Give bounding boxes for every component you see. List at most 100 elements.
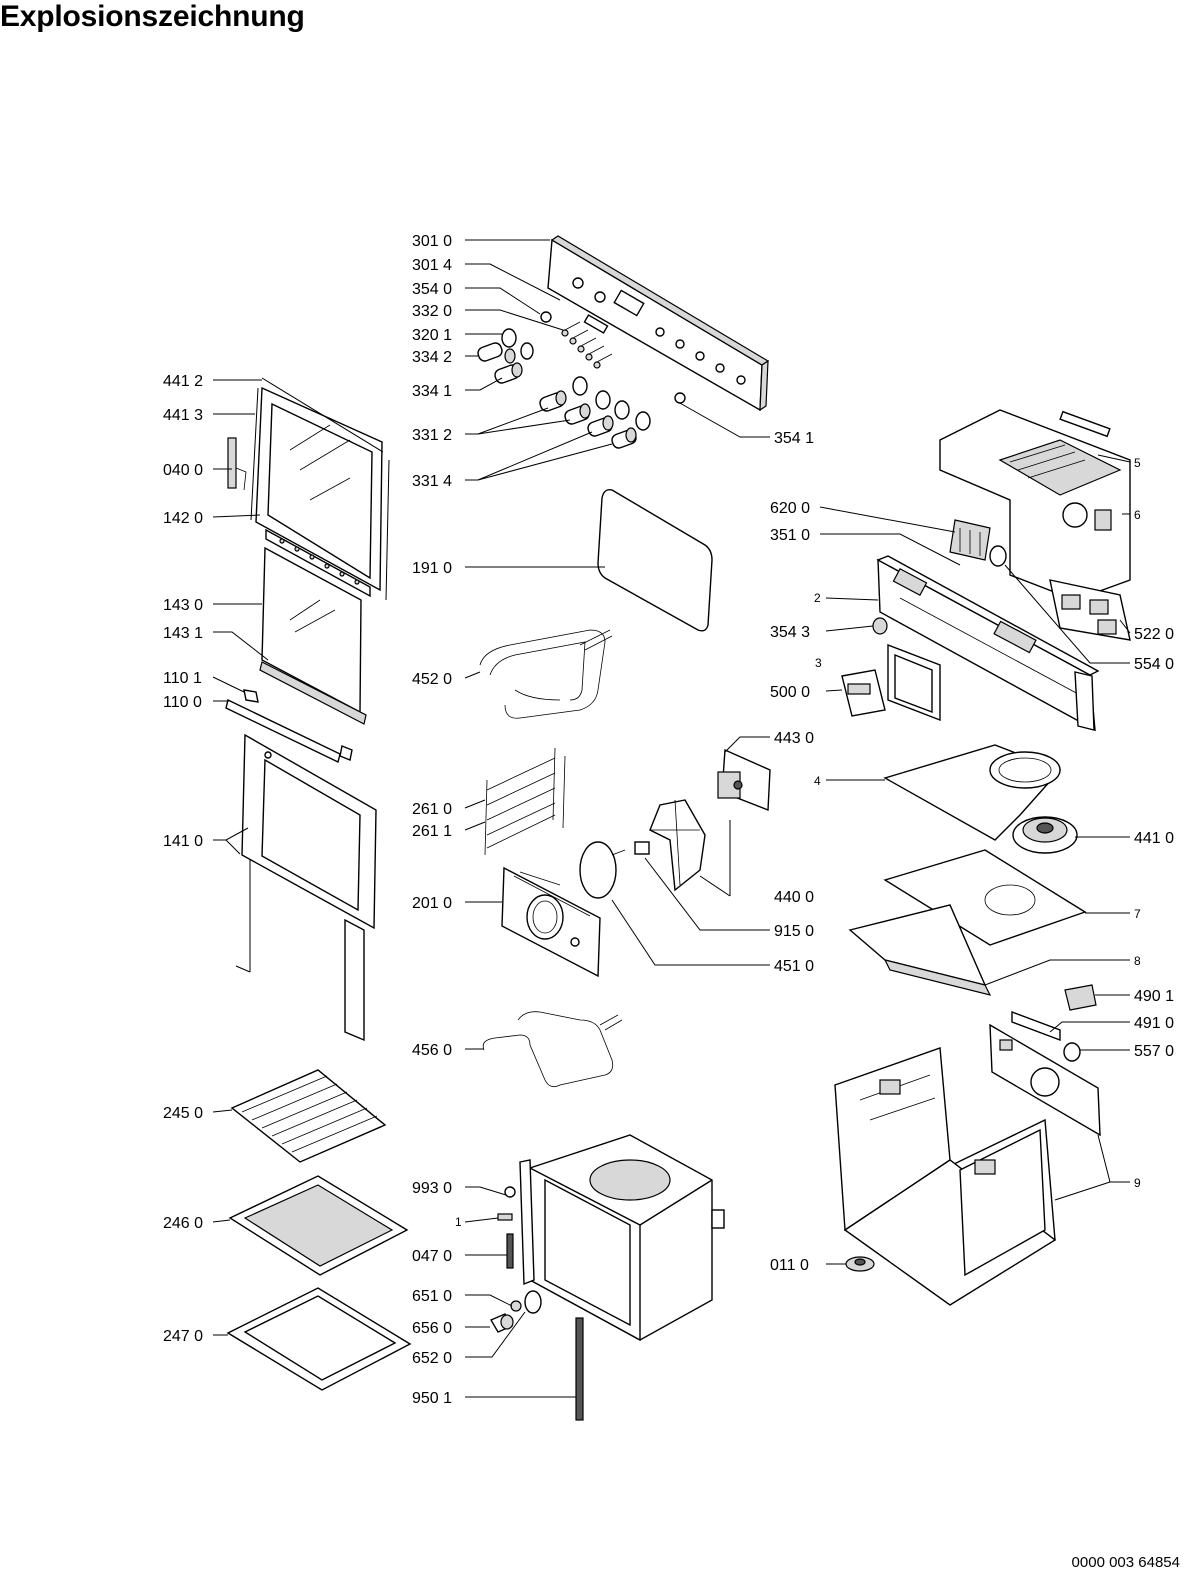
label-993-0: 993 0 <box>412 1180 452 1197</box>
switch-pins-part <box>561 321 613 369</box>
oven-seal-part <box>597 488 713 632</box>
front-frame-part <box>876 555 1100 732</box>
fan-motor-part <box>717 748 771 812</box>
label-500-0: 500 0 <box>770 684 810 701</box>
label-490-1: 490 1 <box>1134 988 1174 1005</box>
control-panel-part <box>540 235 770 412</box>
back-panel-part <box>989 1023 1101 1137</box>
label-331-4: 331 4 <box>412 473 452 490</box>
label-452-0: 452 0 <box>412 671 452 688</box>
label-522-0: 522 0 <box>1134 626 1174 643</box>
label-334-1: 334 1 <box>412 383 452 400</box>
top-cover-part <box>939 409 1131 601</box>
label-040-0: 040 0 <box>163 462 203 479</box>
label-651-0: 651 0 <box>412 1288 452 1305</box>
label-332-0: 332 0 <box>412 303 452 320</box>
label-557-0: 557 0 <box>1134 1043 1174 1060</box>
label-191-0: 191 0 <box>412 560 452 577</box>
label-247-0: 247 0 <box>163 1328 203 1345</box>
label-354-3: 354 3 <box>770 624 810 641</box>
label-5: 5 <box>1134 456 1141 470</box>
label-456-0: 456 0 <box>412 1042 452 1059</box>
switch-block-part <box>949 519 1007 567</box>
label-301-4: 301 4 <box>412 257 452 274</box>
base-plate-part <box>848 849 1087 996</box>
label-047-0: 047 0 <box>412 1248 452 1265</box>
cooling-duct-part <box>883 744 1062 841</box>
label-331-2: 331 2 <box>412 427 452 444</box>
door-strip-part <box>259 661 367 725</box>
label-301-0: 301 0 <box>412 233 452 250</box>
label-201-0: 201 0 <box>412 895 452 912</box>
label-451-0: 451 0 <box>774 958 814 975</box>
label-620-0: 620 0 <box>770 500 810 517</box>
page-title: Explosionszeichnung <box>0 0 305 33</box>
label-3: 3 <box>815 656 822 670</box>
foot-part <box>845 1256 875 1272</box>
cooling-fan-part <box>1012 816 1078 854</box>
clock-timer-part <box>841 643 941 722</box>
label-142-0: 142 0 <box>163 510 203 527</box>
label-1: 1 <box>455 1215 462 1229</box>
document-number: 0000 003 64854 <box>1071 1554 1180 1571</box>
label-261-0: 261 0 <box>412 801 452 818</box>
label-354-1: 354 1 <box>774 430 814 447</box>
label-110-1: 110 1 <box>163 670 202 687</box>
label-110-0: 110 0 <box>163 694 202 711</box>
label-441-0: 441 0 <box>1134 830 1174 847</box>
terminal-parts-part <box>1011 984 1097 1062</box>
label-656-0: 656 0 <box>412 1320 452 1337</box>
label-8: 8 <box>1134 954 1141 968</box>
small-knob-part <box>872 617 888 635</box>
label-652-0: 652 0 <box>412 1350 452 1367</box>
rack-guides-part <box>484 747 566 856</box>
label-554-0: 554 0 <box>1134 656 1174 673</box>
bottom-heating-element-part <box>482 1011 623 1088</box>
label-6: 6 <box>1134 508 1141 522</box>
label-9: 9 <box>1134 1176 1141 1190</box>
label-143-1: 143 1 <box>163 625 203 642</box>
relay-board-part <box>1049 579 1131 641</box>
label-443-0: 443 0 <box>774 730 814 747</box>
label-4: 4 <box>814 774 821 788</box>
leader-lines <box>212 239 1131 1398</box>
fan-blade-part <box>634 799 706 892</box>
oven-housing-part <box>834 1047 1057 1306</box>
seal-bar-part <box>575 1317 584 1421</box>
label-011-0: 011 0 <box>770 1257 809 1274</box>
part-labels: 301 0 301 4 354 0 332 0 320 1 334 2 334 … <box>163 233 1174 1407</box>
label-246-0: 246 0 <box>163 1215 203 1232</box>
wire-rack-part <box>230 1069 387 1163</box>
label-354-0: 354 0 <box>412 281 452 298</box>
top-heating-element-part <box>479 629 613 719</box>
control-knobs-part <box>477 328 534 384</box>
label-334-2: 334 2 <box>412 349 452 366</box>
oven-cavity-part <box>519 1134 725 1342</box>
label-2: 2 <box>814 591 821 605</box>
label-320-1: 320 1 <box>412 327 452 344</box>
label-915-0: 915 0 <box>774 923 814 940</box>
door-clips-part <box>225 689 353 764</box>
label-441-2: 441 2 <box>163 373 203 390</box>
small-screws-part <box>497 1186 516 1269</box>
label-491-0: 491 0 <box>1134 1015 1174 1032</box>
fan-cover-part <box>501 866 601 978</box>
label-261-1: 261 1 <box>412 823 452 840</box>
door-hinge-strip-part <box>265 528 371 598</box>
deep-tray-part <box>226 1287 412 1391</box>
lamp-assembly-part <box>489 1290 542 1333</box>
label-245-0: 245 0 <box>163 1105 203 1122</box>
inner-door-panel-part <box>235 733 377 1042</box>
label-351-0: 351 0 <box>770 527 810 544</box>
label-143-0: 143 0 <box>163 597 203 614</box>
oven-knobs-part <box>539 376 651 449</box>
label-440-0: 440 0 <box>774 889 814 906</box>
outer-door-part <box>227 377 390 601</box>
label-950-1: 950 1 <box>412 1390 452 1407</box>
label-141-0: 141 0 <box>163 833 203 850</box>
fan-ring-part <box>579 841 626 899</box>
baking-tray-part <box>228 1175 409 1276</box>
label-441-3: 441 3 <box>163 407 203 424</box>
label-7: 7 <box>1134 907 1141 921</box>
